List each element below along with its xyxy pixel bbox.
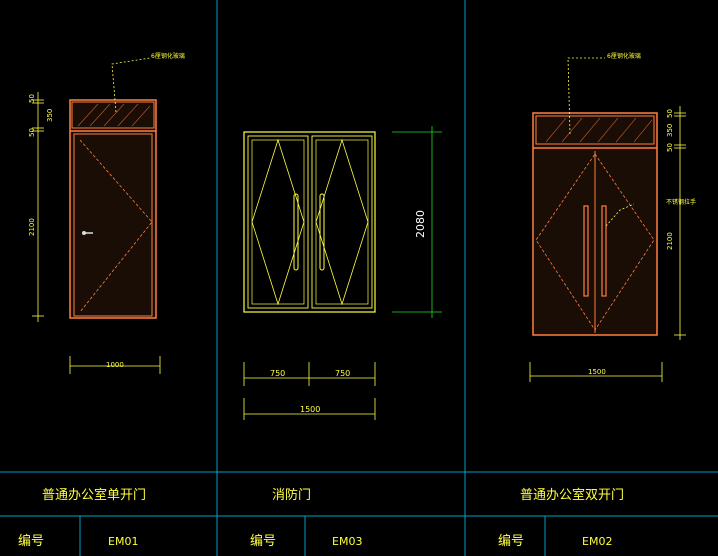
- title-em01: 普通办公室单开门: [42, 487, 146, 503]
- height-dimension-em03: [392, 126, 442, 318]
- dim-em02-width: 1500: [588, 368, 606, 376]
- title-em03: 消防门: [272, 487, 311, 503]
- dim-em02-door-height: 2100: [666, 232, 674, 250]
- fire-door-left-handle-icon: [293, 193, 299, 271]
- glass-callout-em01: 6厘钢化玻璃: [111, 52, 185, 113]
- dim-em02-top-frame: 50: [666, 109, 674, 118]
- dim-em01-mid-frame: 50: [28, 128, 36, 137]
- glass-callout-em02: 6厘钢化玻璃: [567, 52, 641, 135]
- handle-callout-em02: 不锈钢拉手: [605, 198, 696, 227]
- dim-em03-right-leaf: 750: [335, 369, 350, 378]
- double-door-left-handle-icon: [583, 205, 589, 297]
- code-value-em02: EM02: [582, 535, 612, 548]
- fire-door-right-handle-icon: [319, 193, 325, 271]
- leaf-dimensions-em03: [243, 362, 376, 386]
- title-em02: 普通办公室双开门: [520, 487, 624, 503]
- dim-em03-height: 2080: [414, 210, 427, 238]
- door-em02-elevation: [532, 112, 658, 336]
- code-label-em02: 编号: [498, 534, 524, 549]
- door-em03-elevation: [243, 131, 376, 313]
- dim-em01-door-height: 2100: [28, 218, 36, 236]
- code-label-em01: 编号: [18, 534, 44, 549]
- dim-em03-width: 1500: [300, 405, 320, 414]
- dim-em01-width: 1000: [106, 361, 124, 369]
- double-door-right-handle-icon: [601, 205, 607, 297]
- dim-em03-left-leaf: 750: [270, 369, 285, 378]
- code-label-em03: 编号: [250, 534, 276, 549]
- code-value-em01: EM01: [108, 535, 138, 548]
- width-dimension-em03: [243, 398, 376, 420]
- dim-em02-transom: 350: [666, 124, 674, 137]
- dim-em02-mid-frame: 50: [666, 143, 674, 152]
- width-dimension-em01: [69, 356, 161, 374]
- code-value-em03: EM03: [332, 535, 362, 548]
- dim-em01-top-frame: 50: [28, 94, 36, 103]
- callout-text-em01: 6厘钢化玻璃: [151, 52, 185, 60]
- handle-callout-text-em02: 不锈钢拉手: [666, 198, 696, 206]
- dim-em01-transom: 350: [46, 109, 54, 122]
- door-em01-elevation: [69, 99, 157, 319]
- callout-text-em02: 6厘钢化玻璃: [607, 52, 641, 60]
- width-dimension-em02: [529, 362, 663, 382]
- vertical-dimensions-em01: [32, 92, 44, 322]
- vertical-dimensions-em02: [674, 106, 686, 340]
